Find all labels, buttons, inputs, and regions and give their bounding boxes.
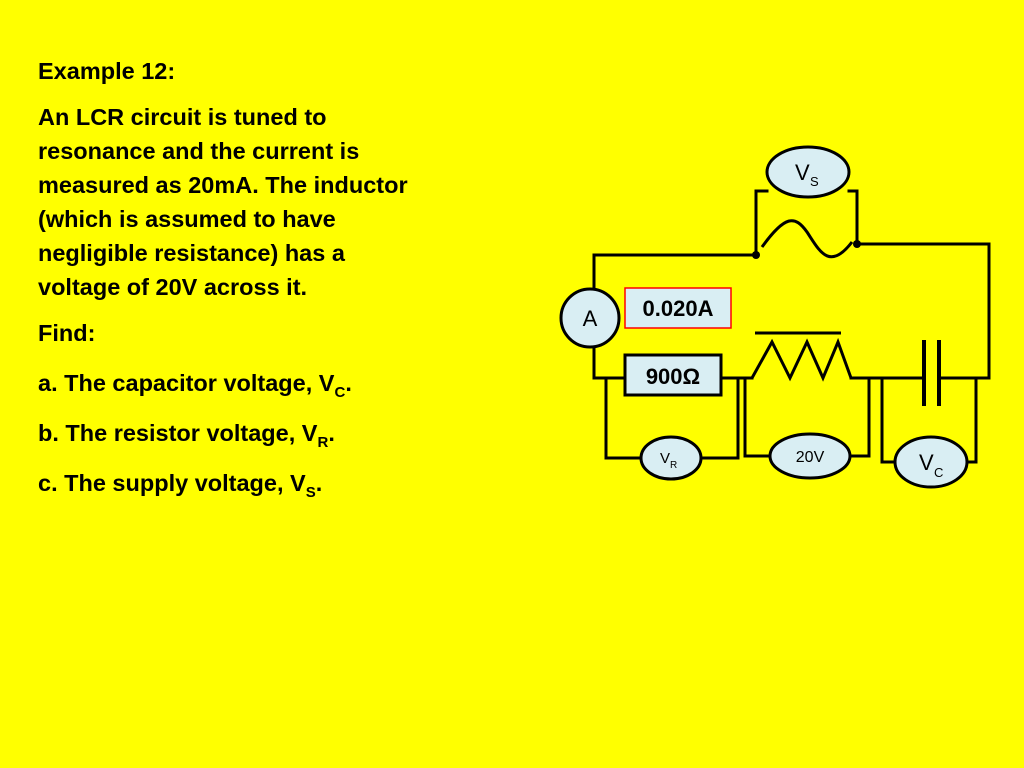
current-readout-box	[624, 287, 732, 329]
part-a-subscript: C	[334, 384, 346, 401]
part-a: a. The capacitor voltage, VC.	[38, 366, 508, 400]
ammeter	[559, 287, 621, 349]
part-c-end: .	[315, 470, 323, 496]
wire-vr-left	[604, 376, 643, 460]
wire-vc-left	[880, 376, 897, 464]
problem-line-6: voltage of 20V across it.	[38, 274, 308, 300]
resistor-voltmeter-letter: V	[660, 450, 670, 467]
inductor-voltmeter-reading: 20V	[796, 449, 825, 466]
wire-vs-left	[754, 189, 769, 257]
inductor-voltmeter	[768, 432, 852, 480]
problem-line-3: measured as 20mA. The inductor	[38, 172, 408, 198]
problem-line-1: An LCR circuit is tuned to	[38, 104, 327, 130]
resistor-label: 900Ω	[646, 364, 700, 389]
problem-line-2: resonance and the current is	[38, 138, 360, 164]
resistor-voltmeter	[639, 435, 703, 481]
part-c: c. The supply voltage, VS.	[38, 466, 508, 500]
problem-line-5: negligible resistance) has a	[38, 240, 345, 266]
wire-vs-right	[847, 189, 859, 246]
circuit-wires	[592, 189, 991, 464]
example-heading: Example 12:	[38, 58, 176, 84]
wire-vc-right	[965, 376, 978, 464]
part-b: b. The resistor voltage, VR.	[38, 416, 508, 450]
supply-terminal-right	[853, 240, 861, 248]
wire-vl-right	[848, 376, 871, 458]
supply-voltmeter	[765, 145, 851, 199]
supply-terminal-left	[752, 251, 760, 259]
problem-text: Example 12: An LCR circuit is tuned to r…	[38, 54, 508, 500]
part-a-text: a. The capacitor voltage, V	[38, 370, 335, 396]
part-b-subscript: R	[317, 434, 329, 451]
wire-vr-right	[699, 376, 740, 460]
wire-ammeter-resistor	[592, 344, 627, 380]
inductor-coil	[750, 337, 853, 382]
resistor	[623, 353, 723, 397]
part-a-end: .	[345, 370, 352, 396]
current-readout: 0.020A	[643, 296, 714, 321]
wire-top-right	[855, 242, 991, 380]
find-label: Find:	[38, 320, 96, 346]
part-b-text: b. The resistor voltage, V	[38, 420, 318, 446]
resistor-voltmeter-subscript: R	[670, 460, 677, 471]
problem-line-4: (which is assumed to have	[38, 206, 336, 232]
supply-voltmeter-letter: V	[795, 160, 810, 185]
capacitor-voltmeter	[893, 435, 969, 489]
wire-vl-left	[743, 376, 772, 458]
ammeter-label: A	[583, 306, 598, 331]
part-c-text: c. The supply voltage, V	[38, 470, 306, 496]
capacitor-voltmeter-letter: V	[919, 450, 934, 475]
part-c-subscript: S	[305, 484, 316, 501]
supply-voltmeter-subscript: S	[810, 174, 819, 189]
part-b-end: .	[328, 420, 335, 446]
capacitor-voltmeter-subscript: C	[934, 465, 943, 480]
ac-supply-symbol	[760, 219, 854, 259]
